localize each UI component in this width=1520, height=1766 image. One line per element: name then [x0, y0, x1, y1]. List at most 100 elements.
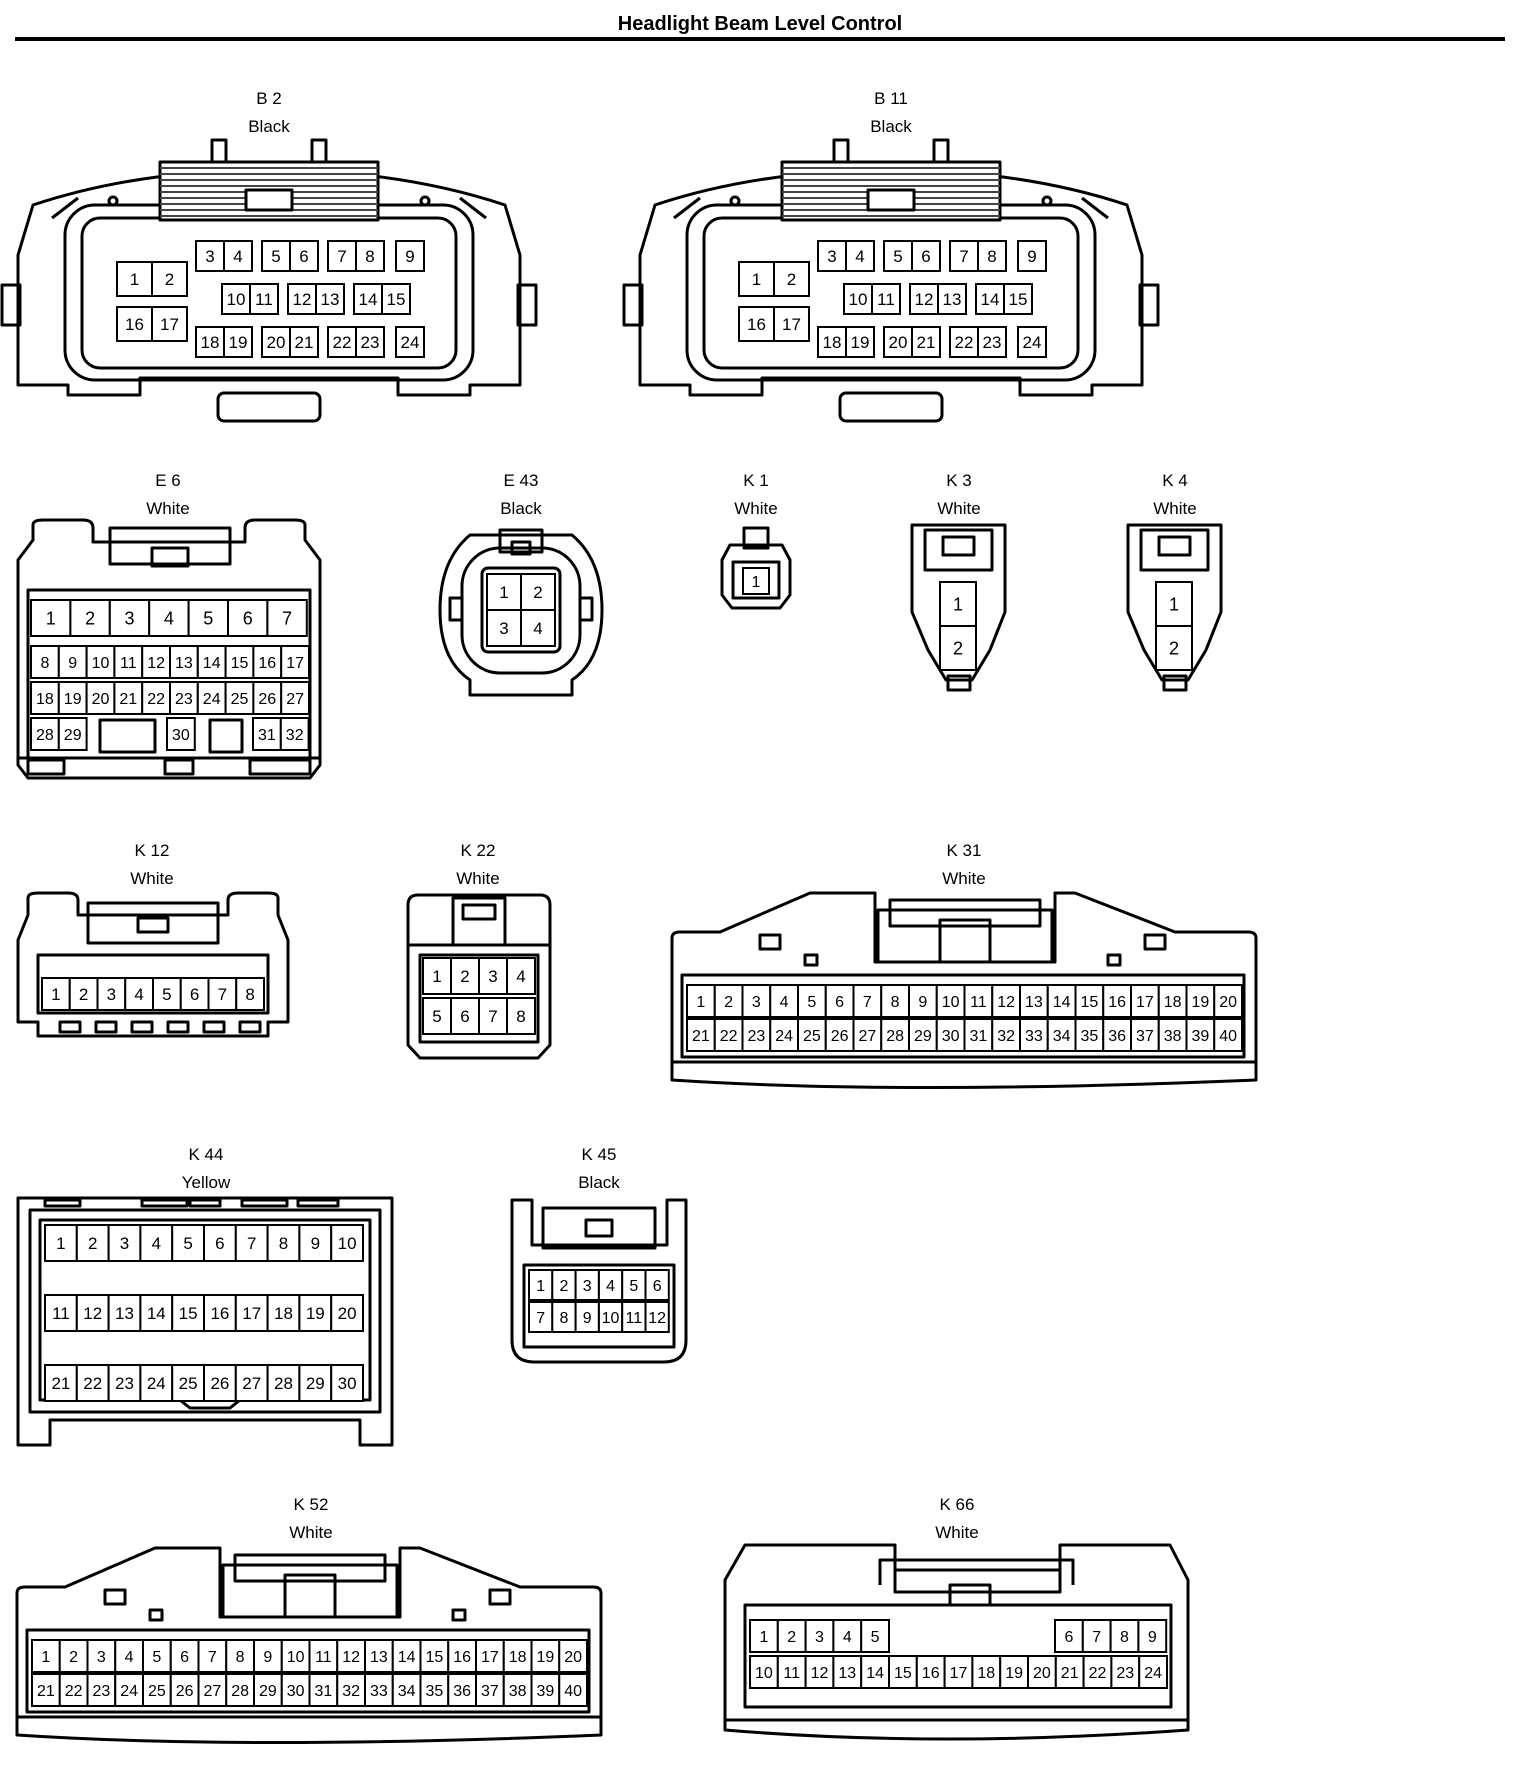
k12-pin-field: [36, 953, 270, 1015]
pin-24: 24: [114, 1673, 144, 1707]
connector-label-k44: K 44: [189, 1145, 224, 1164]
svg-text:34: 34: [398, 1683, 416, 1700]
svg-text:23: 23: [115, 1374, 134, 1393]
pin-3: 3: [804, 1619, 835, 1653]
pin-8: 8: [506, 997, 536, 1035]
svg-text:10: 10: [338, 1234, 357, 1253]
svg-text:35: 35: [425, 1683, 443, 1700]
pin-2: 2: [75, 1224, 110, 1262]
svg-text:13: 13: [175, 655, 193, 672]
pin-17: 17: [280, 645, 311, 679]
svg-text:16: 16: [258, 655, 276, 672]
svg-text:2: 2: [1169, 638, 1179, 658]
pin-37: 37: [475, 1673, 505, 1707]
pin-4: 4: [114, 1639, 144, 1673]
svg-text:15: 15: [1080, 994, 1098, 1011]
pin-6: 6: [911, 240, 941, 272]
k1-latch: [742, 526, 770, 550]
pin-4: 4: [223, 240, 253, 272]
svg-text:20: 20: [1219, 994, 1237, 1011]
e43-lock-tab: [510, 540, 532, 556]
k52-latch: [221, 1563, 399, 1617]
svg-text:28: 28: [274, 1374, 293, 1393]
svg-text:12: 12: [648, 1310, 666, 1327]
k31-pin-field: [680, 973, 1246, 1059]
connector-label-k12: K 12: [135, 841, 170, 860]
k12-latch: [86, 901, 220, 945]
connector-labels: B 2 Black B 11 Black E 6 White E 43 Blac…: [130, 89, 1196, 1542]
pin-36: 36: [1102, 1018, 1132, 1052]
svg-text:3: 3: [488, 967, 497, 986]
svg-text:5: 5: [432, 1007, 441, 1026]
pin-18: 18: [266, 1294, 301, 1332]
svg-text:10: 10: [287, 1649, 305, 1666]
connector-label-k1: K 1: [743, 471, 769, 490]
k3-key: [946, 674, 972, 692]
svg-text:29: 29: [306, 1374, 325, 1393]
pin-19: 19: [298, 1294, 333, 1332]
b2-dot-left: [107, 195, 119, 207]
svg-text:23: 23: [92, 1683, 110, 1700]
svg-text:31: 31: [314, 1683, 332, 1700]
pin-4: 4: [506, 957, 536, 995]
svg-text:37: 37: [1136, 1028, 1154, 1045]
pin-30: 30: [330, 1364, 365, 1402]
pin-33: 33: [364, 1673, 394, 1707]
pin-15: 15: [1003, 283, 1033, 315]
svg-text:32: 32: [286, 727, 304, 744]
svg-text:7: 7: [247, 1234, 256, 1253]
pin-21: 21: [44, 1364, 78, 1402]
pin-35: 35: [1074, 1018, 1105, 1052]
svg-text:23: 23: [361, 333, 380, 352]
svg-text:23: 23: [747, 1028, 765, 1045]
svg-text:9: 9: [583, 1310, 592, 1327]
svg-text:2: 2: [79, 985, 88, 1004]
e6-foot-right: [248, 758, 312, 776]
svg-text:20: 20: [1033, 1665, 1051, 1682]
svg-text:17: 17: [950, 1665, 968, 1682]
pin-12: 12: [909, 283, 939, 315]
k22-latch: [451, 896, 507, 947]
k52-tab-a: [103, 1588, 127, 1606]
svg-text:1: 1: [953, 594, 963, 614]
svg-text:19: 19: [536, 1649, 554, 1666]
svg-text:22: 22: [720, 1028, 738, 1045]
svg-text:5: 5: [629, 1278, 638, 1295]
svg-text:13: 13: [370, 1649, 388, 1666]
pin-7: 7: [266, 599, 308, 637]
connector-color-k44: Yellow: [182, 1173, 231, 1192]
svg-text:12: 12: [293, 290, 312, 309]
svg-text:34: 34: [1053, 1028, 1071, 1045]
svg-text:1: 1: [1169, 594, 1179, 614]
svg-text:8: 8: [245, 985, 254, 1004]
svg-text:1: 1: [759, 1629, 768, 1646]
svg-text:40: 40: [564, 1683, 582, 1700]
connector-label-k4: K 4: [1162, 471, 1188, 490]
pin-28: 28: [30, 717, 60, 751]
k1-outer-shell: [720, 543, 792, 610]
k45-latch: [541, 1206, 657, 1250]
b11-dot-right: [1041, 195, 1053, 207]
pin-5: 5: [860, 1619, 891, 1653]
pin-12: 12: [141, 645, 171, 679]
svg-text:13: 13: [321, 290, 340, 309]
pin-14: 14: [1046, 984, 1077, 1018]
svg-text:21: 21: [1061, 1665, 1079, 1682]
pin-7: 7: [478, 997, 508, 1035]
svg-text:15: 15: [231, 655, 249, 672]
pin-23: 23: [741, 1018, 772, 1052]
pin-8: 8: [880, 984, 910, 1018]
pin-25: 25: [224, 681, 255, 715]
svg-text:28: 28: [231, 1683, 249, 1700]
svg-text:2: 2: [69, 1649, 78, 1666]
pin-6: 6: [227, 599, 269, 637]
k66-latch-frame: [878, 1558, 1075, 1585]
svg-text:4: 4: [125, 1649, 134, 1666]
pin-21: 21: [1054, 1655, 1085, 1689]
svg-text:31: 31: [969, 1028, 987, 1045]
pin-22: 22: [141, 681, 171, 715]
pin-2: 2: [520, 573, 556, 611]
svg-text:3: 3: [752, 994, 761, 1011]
pin-8: 8: [225, 1639, 255, 1673]
pin-19: 19: [1185, 984, 1216, 1018]
